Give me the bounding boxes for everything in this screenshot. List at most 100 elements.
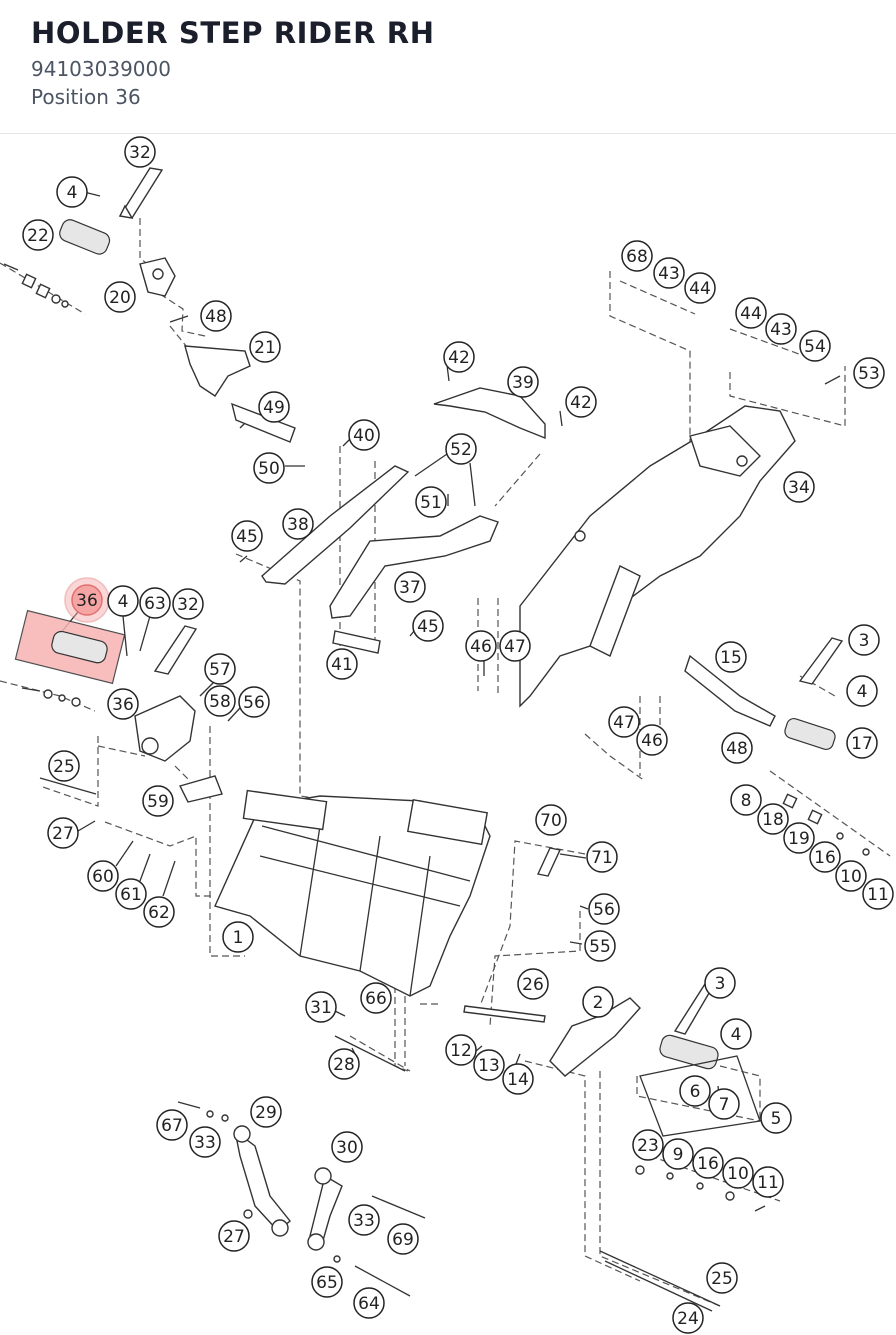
callout-32[interactable]: 32 xyxy=(172,588,204,620)
callout-34[interactable]: 34 xyxy=(783,471,815,503)
callout-5[interactable]: 5 xyxy=(760,1102,792,1134)
callout-17[interactable]: 17 xyxy=(846,727,878,759)
callout-54[interactable]: 54 xyxy=(799,330,831,362)
callout-64[interactable]: 64 xyxy=(353,1287,385,1319)
callout-18[interactable]: 18 xyxy=(757,803,789,835)
callout-10[interactable]: 10 xyxy=(722,1157,754,1189)
callout-number: 60 xyxy=(92,867,114,887)
callout-6[interactable]: 6 xyxy=(679,1075,711,1107)
callout-24[interactable]: 24 xyxy=(672,1302,704,1334)
callout-10[interactable]: 10 xyxy=(835,860,867,892)
callout-38[interactable]: 38 xyxy=(282,508,314,540)
callout-4[interactable]: 4 xyxy=(56,176,88,208)
callout-44[interactable]: 44 xyxy=(684,272,716,304)
callout-58[interactable]: 58 xyxy=(204,685,236,717)
callout-59[interactable]: 59 xyxy=(142,785,174,817)
callout-26[interactable]: 26 xyxy=(517,968,549,1000)
callout-65[interactable]: 65 xyxy=(311,1266,343,1298)
callout-63[interactable]: 63 xyxy=(139,587,171,619)
callout-3[interactable]: 3 xyxy=(848,624,880,656)
callout-7[interactable]: 7 xyxy=(708,1088,740,1120)
callout-23[interactable]: 23 xyxy=(632,1129,664,1161)
callout-40[interactable]: 40 xyxy=(348,419,380,451)
callout-66[interactable]: 66 xyxy=(360,982,392,1014)
callout-3[interactable]: 3 xyxy=(704,967,736,999)
callout-1[interactable]: 1 xyxy=(222,921,254,953)
callout-number: 57 xyxy=(209,660,231,680)
callout-47[interactable]: 47 xyxy=(608,706,640,738)
callout-56[interactable]: 56 xyxy=(588,893,620,925)
callout-21[interactable]: 21 xyxy=(249,331,281,363)
callout-4[interactable]: 4 xyxy=(107,585,139,617)
callout-2[interactable]: 2 xyxy=(582,986,614,1018)
callout-4[interactable]: 4 xyxy=(720,1018,752,1050)
callout-19[interactable]: 19 xyxy=(783,822,815,854)
callout-number: 1 xyxy=(233,928,244,948)
callout-53[interactable]: 53 xyxy=(853,357,885,389)
callout-13[interactable]: 13 xyxy=(473,1049,505,1081)
callout-33[interactable]: 33 xyxy=(348,1204,380,1236)
callout-9[interactable]: 9 xyxy=(662,1138,694,1170)
part-drawings xyxy=(3,167,870,1312)
callout-45[interactable]: 45 xyxy=(412,610,444,642)
callout-number: 25 xyxy=(711,1269,733,1289)
callout-56[interactable]: 56 xyxy=(238,686,270,718)
callout-48[interactable]: 48 xyxy=(721,732,753,764)
callout-42[interactable]: 42 xyxy=(565,386,597,418)
callout-45[interactable]: 45 xyxy=(231,520,263,552)
callout-49[interactable]: 49 xyxy=(258,391,290,423)
callout-46[interactable]: 46 xyxy=(465,630,497,662)
callout-47[interactable]: 47 xyxy=(499,630,531,662)
callout-number: 63 xyxy=(144,594,166,614)
callout-55[interactable]: 55 xyxy=(584,930,616,962)
callout-43[interactable]: 43 xyxy=(653,257,685,289)
callout-61[interactable]: 61 xyxy=(115,878,147,910)
callout-68[interactable]: 68 xyxy=(621,240,653,272)
callout-29[interactable]: 29 xyxy=(250,1096,282,1128)
callout-number: 56 xyxy=(243,693,265,713)
callout-8[interactable]: 8 xyxy=(730,784,762,816)
callout-4[interactable]: 4 xyxy=(846,675,878,707)
callout-39[interactable]: 39 xyxy=(507,366,539,398)
part-number: 94103039000 xyxy=(31,57,171,81)
callout-27[interactable]: 27 xyxy=(47,817,79,849)
callout-52[interactable]: 52 xyxy=(445,433,477,465)
callout-37[interactable]: 37 xyxy=(394,571,426,603)
callout-71[interactable]: 71 xyxy=(586,841,618,873)
callout-28[interactable]: 28 xyxy=(328,1048,360,1080)
callout-22[interactable]: 22 xyxy=(22,219,54,251)
callout-32[interactable]: 32 xyxy=(124,136,156,168)
callout-43[interactable]: 43 xyxy=(765,313,797,345)
callout-circle xyxy=(331,1131,363,1163)
callout-14[interactable]: 14 xyxy=(502,1063,534,1095)
callout-12[interactable]: 12 xyxy=(445,1034,477,1066)
callout-50[interactable]: 50 xyxy=(253,452,285,484)
callout-30[interactable]: 30 xyxy=(331,1131,363,1163)
callout-25[interactable]: 25 xyxy=(48,750,80,782)
callout-62[interactable]: 62 xyxy=(143,896,175,928)
callout-46[interactable]: 46 xyxy=(636,724,668,756)
callout-48[interactable]: 48 xyxy=(200,300,232,332)
callout-11[interactable]: 11 xyxy=(862,878,894,910)
callout-25[interactable]: 25 xyxy=(706,1262,738,1294)
callout-circle xyxy=(56,176,88,208)
callout-16[interactable]: 16 xyxy=(809,841,841,873)
callout-60[interactable]: 60 xyxy=(87,860,119,892)
callout-44[interactable]: 44 xyxy=(735,297,767,329)
callout-42[interactable]: 42 xyxy=(443,341,475,373)
callout-11[interactable]: 11 xyxy=(752,1166,784,1198)
callout-20[interactable]: 20 xyxy=(104,281,136,313)
callout-51[interactable]: 51 xyxy=(415,486,447,518)
callout-15[interactable]: 15 xyxy=(715,641,747,673)
callout-33[interactable]: 33 xyxy=(189,1126,221,1158)
callout-69[interactable]: 69 xyxy=(387,1223,419,1255)
callout-36-highlighted[interactable]: 36 xyxy=(64,577,110,623)
callout-36[interactable]: 36 xyxy=(107,688,139,720)
callout-67[interactable]: 67 xyxy=(156,1109,188,1141)
callout-70[interactable]: 70 xyxy=(535,804,567,836)
callout-27[interactable]: 27 xyxy=(218,1220,250,1252)
callout-31[interactable]: 31 xyxy=(305,991,337,1023)
callout-16[interactable]: 16 xyxy=(692,1147,724,1179)
callout-41[interactable]: 41 xyxy=(326,648,358,680)
callout-57[interactable]: 57 xyxy=(204,653,236,685)
